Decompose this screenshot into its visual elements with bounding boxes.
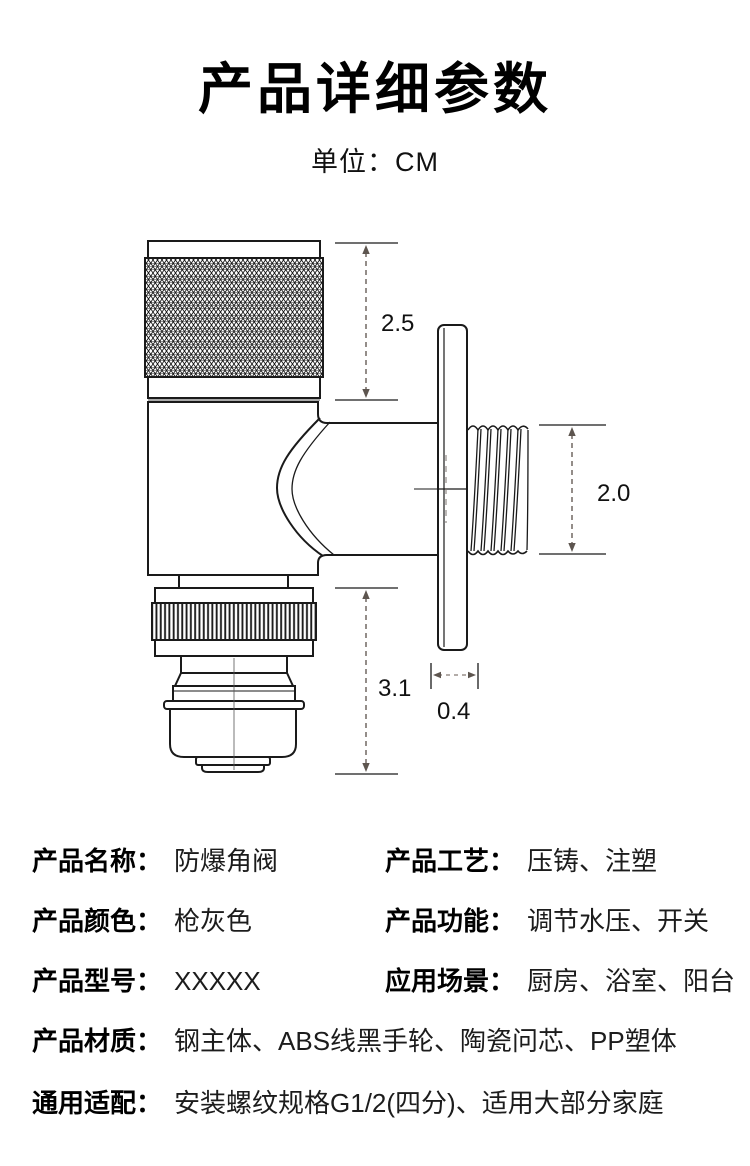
spec-label: 产品型号： xyxy=(32,966,163,996)
spec-row-material: 产品材质： 钢主体、ABS线黑手轮、陶瓷问芯、PP塑体 xyxy=(32,1023,732,1059)
spec-label: 应用场景： xyxy=(385,966,516,996)
unit-label: 单位：CM xyxy=(311,147,439,177)
spec-value: 调节水压、开关 xyxy=(527,906,710,936)
valve-handle xyxy=(144,240,324,401)
spec-label: 产品名称： xyxy=(32,846,163,876)
spec-value: 压铸、注塑 xyxy=(527,846,658,876)
spec-value: XXXXX xyxy=(174,966,261,996)
valve-body xyxy=(147,401,438,576)
spec-pair-process: 产品工艺： 压铸、注塑 xyxy=(385,843,657,879)
locking-nut xyxy=(151,575,317,657)
body-sweep-line xyxy=(275,417,324,557)
page-title: 产品详细参数 xyxy=(197,58,552,120)
spec-value: 厨房、浴室、阳台 xyxy=(527,966,736,996)
dim-label-2-0: 2.0 xyxy=(597,480,630,507)
spec-value: 钢主体、ABS线黑手轮、陶瓷问芯、PP塑体 xyxy=(174,1026,677,1056)
spec-row-color-function: 产品颜色： 枪灰色 产品功能： 调节水压、开关 xyxy=(32,903,732,939)
spec-row-compatibility: 通用适配： 安装螺纹规格G1/2(四分)、适用大部分家庭 xyxy=(32,1085,732,1121)
outlet-spout xyxy=(163,655,305,773)
spec-pair-product-name: 产品名称： 防爆角阀 xyxy=(32,843,278,879)
spec-label: 产品颜色： xyxy=(32,906,163,936)
threaded-inlet xyxy=(467,425,529,556)
spec-pair-color: 产品颜色： 枪灰色 xyxy=(32,903,252,939)
spec-pair-compatibility: 通用适配： 安装螺纹规格G1/2(四分)、适用大部分家庭 xyxy=(32,1085,664,1121)
spec-row-name-process: 产品名称： 防爆角阀 产品工艺： 压铸、注塑 xyxy=(32,843,732,879)
spec-pair-function: 产品功能： 调节水压、开关 xyxy=(385,903,709,939)
dimension-spout-height: 3.1 xyxy=(335,587,411,775)
dim-label-2-5: 2.5 xyxy=(381,310,414,337)
valve-dimension-drawing: 2.5 2.0 3.1 0.4 xyxy=(144,240,630,775)
spec-value: 枪灰色 xyxy=(174,906,253,936)
spec-pair-model: 产品型号： XXXXX xyxy=(32,963,261,999)
spec-pair-material: 产品材质： 钢主体、ABS线黑手轮、陶瓷问芯、PP塑体 xyxy=(32,1023,677,1059)
dimension-flange-thickness: 0.4 xyxy=(430,663,479,725)
spec-pair-scene: 应用场景： 厨房、浴室、阳台 xyxy=(385,963,735,999)
body-sweep-line-inner xyxy=(291,421,335,556)
dimension-thread-diameter: 2.0 xyxy=(539,424,630,555)
spec-value: 安装螺纹规格G1/2(四分)、适用大部分家庭 xyxy=(174,1088,664,1118)
dimension-handle-height: 2.5 xyxy=(335,242,414,401)
nut-rib-texture xyxy=(151,602,317,641)
spec-value: 防爆角阀 xyxy=(174,846,279,876)
wall-flange-plate xyxy=(437,324,468,651)
dim-label-0-4: 0.4 xyxy=(437,698,470,725)
dim-label-3-1: 3.1 xyxy=(378,675,411,702)
spec-label: 产品功能： xyxy=(385,906,516,936)
spec-label: 通用适配： xyxy=(32,1088,163,1118)
spec-row-model-scene: 产品型号： XXXXX 应用场景： 厨房、浴室、阳台 xyxy=(32,963,735,999)
spec-label: 产品工艺： xyxy=(385,846,516,876)
spec-label: 产品材质： xyxy=(32,1026,163,1056)
knurl-texture xyxy=(144,257,324,378)
